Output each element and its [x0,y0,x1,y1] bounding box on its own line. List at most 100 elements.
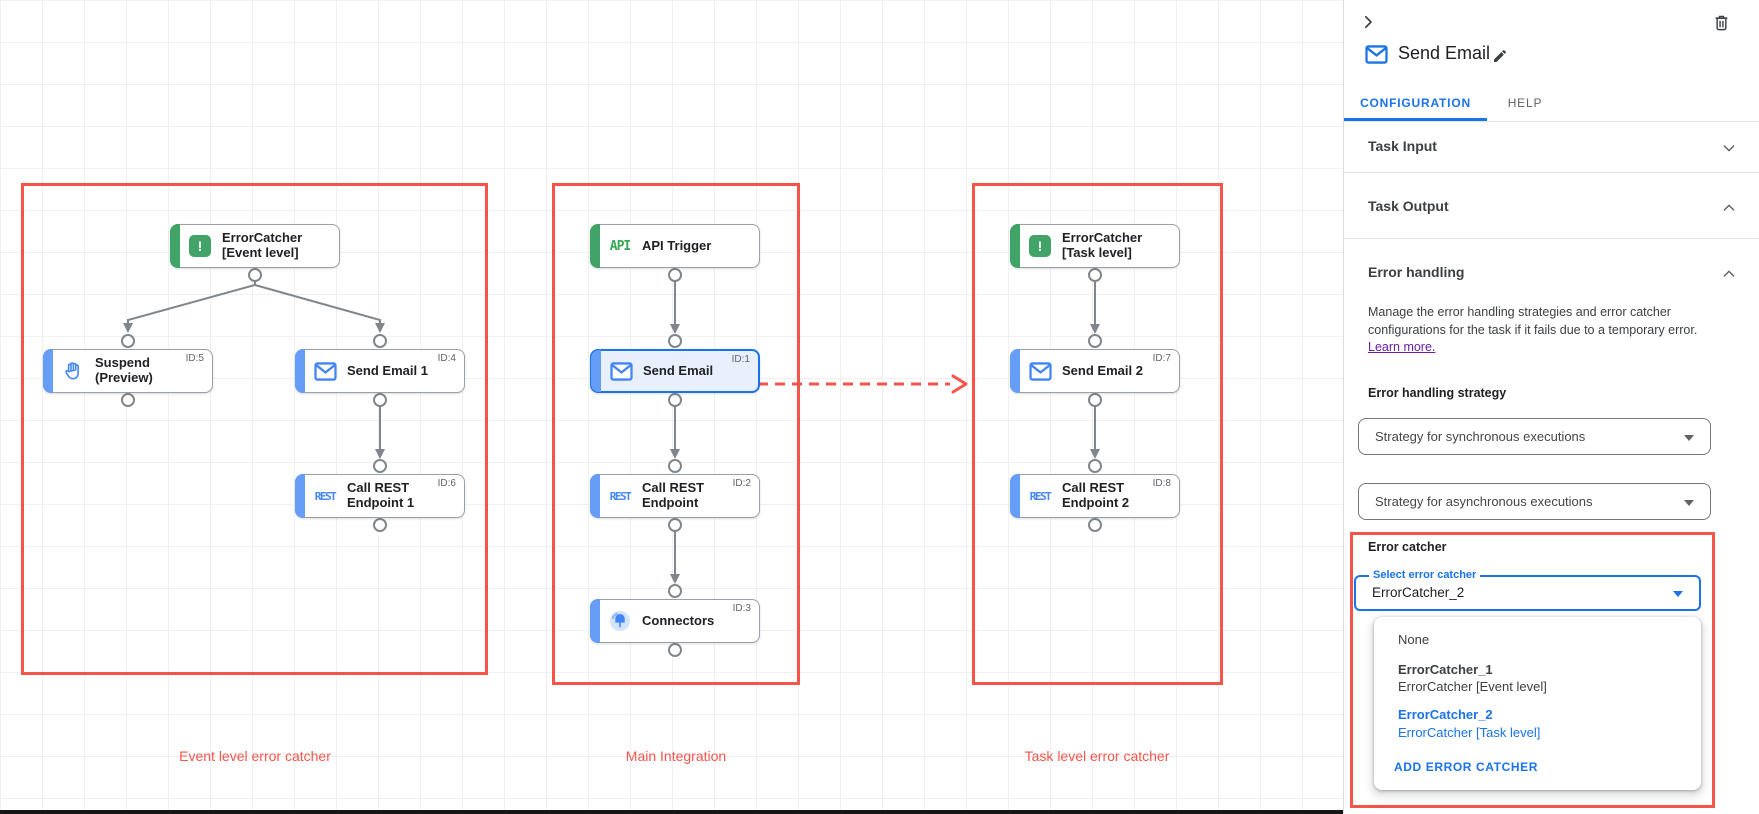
node-suspend[interactable]: Suspend (Preview) ID:5 [43,349,213,393]
task-accent-bar [1010,349,1020,393]
section-error-handling[interactable]: Error handling [1368,264,1465,280]
canvas-bottom-scrollbar[interactable] [0,810,1343,814]
divider [1344,172,1759,173]
node-label: API Trigger [642,237,712,253]
section-task-output[interactable]: Task Output [1368,198,1449,214]
dropdown-caret-icon [1673,591,1683,597]
error-catcher-dropdown-menu: None ErrorCatcher_1 ErrorCatcher [Event … [1374,617,1701,790]
error-catcher-icon: ! [187,235,213,257]
event-level-group-box [21,183,488,675]
trigger-accent-bar [590,224,600,268]
rest-icon: REST [314,489,337,503]
node-label: Call REST Endpoint [642,480,705,510]
node-id-tag: ID:6 [437,478,456,489]
sync-strategy-select[interactable]: Strategy for synchronous executions [1358,418,1711,455]
menu-item-errorcatcher-2[interactable]: ErrorCatcher_2 [1398,707,1493,722]
email-icon [1364,42,1388,66]
select-error-catcher-floating-label: Select error catcher [1369,569,1481,581]
exclamation-glyph: ! [189,235,211,257]
task-level-group-box [972,183,1223,685]
task-accent-bar [591,350,601,392]
node-send-email-selected[interactable]: Send Email ID:1 [590,349,760,393]
email-icon [312,361,338,381]
select-error-catcher-value: ErrorCatcher_2 [1372,585,1465,600]
task-accent-bar [590,599,600,643]
async-strategy-value: Strategy for asynchronous executions [1375,494,1593,509]
connectors-icon [607,609,633,633]
node-label: Send Email 1 [347,362,428,378]
divider [1344,121,1759,122]
main-integration-group-label: Main Integration [625,748,727,764]
task-accent-bar [43,349,53,393]
event-level-group-label: Event level error catcher [179,748,331,764]
add-error-catcher-button[interactable]: ADD ERROR CATCHER [1394,760,1538,774]
node-connectors[interactable]: Connectors ID:3 [590,599,760,643]
divider [1344,238,1759,239]
error-catcher-icon: ! [1027,235,1053,257]
menu-item-errorcatcher-1-desc[interactable]: ErrorCatcher [Event level] [1398,679,1547,694]
exclamation-glyph: ! [1029,235,1051,257]
node-errorcatcher-task-level[interactable]: ! ErrorCatcher [Task level] [1010,224,1180,268]
node-id-tag: ID:4 [437,353,456,364]
task-config-panel: Send Email CONFIGURATION HELP Task Input… [1343,0,1759,814]
trigger-accent-bar [1010,224,1020,268]
delete-task-button[interactable] [1709,10,1733,34]
chevron-up-icon[interactable] [1721,266,1737,287]
chevron-up-icon[interactable] [1721,200,1737,221]
node-errorcatcher-event-level[interactable]: ! ErrorCatcher [Event level] [170,224,340,268]
node-id-tag: ID:7 [1152,353,1171,364]
collapse-panel-button[interactable] [1356,10,1380,34]
menu-item-errorcatcher-1[interactable]: ErrorCatcher_1 [1398,662,1493,677]
integration-canvas[interactable]: ! ErrorCatcher [Event level] Suspend (Pr… [0,0,1343,814]
rest-icon: REST [609,489,632,503]
node-api-trigger[interactable]: API API Trigger [590,224,760,268]
node-id-tag: ID:2 [732,478,751,489]
tab-configuration[interactable]: CONFIGURATION [1360,96,1471,110]
dropdown-caret-icon [1684,500,1694,506]
node-call-rest-endpoint-2[interactable]: REST Call REST Endpoint 2 ID:8 [1010,474,1180,518]
api-icon: API [609,238,632,254]
error-handling-strategy-label: Error handling strategy [1368,386,1507,400]
trigger-accent-bar [170,224,180,268]
node-label: ErrorCatcher [Event level] [222,230,303,260]
task-accent-bar [590,474,600,518]
node-label: Connectors [642,612,715,628]
rest-icon: REST [1029,489,1052,503]
node-send-email-1[interactable]: Send Email 1 ID:4 [295,349,465,393]
section-task-input[interactable]: Task Input [1368,138,1437,154]
node-send-email-2[interactable]: Send Email 2 ID:7 [1010,349,1180,393]
node-call-rest-endpoint-1[interactable]: REST Call REST Endpoint 1 ID:6 [295,474,465,518]
tab-help[interactable]: HELP [1507,96,1543,110]
node-id-tag: ID:3 [732,603,751,614]
node-label: ErrorCatcher [Task level] [1062,230,1143,260]
node-label: Call REST Endpoint 2 [1062,480,1130,510]
node-label: Suspend (Preview) [95,355,153,385]
task-accent-bar [295,349,305,393]
select-error-catcher-field[interactable]: Select error catcher ErrorCatcher_2 [1354,569,1701,611]
error-catcher-highlight-box [1350,532,1715,808]
task-level-group-label: Task level error catcher [1024,748,1170,764]
menu-item-errorcatcher-2-desc[interactable]: ErrorCatcher [Task level] [1398,725,1541,740]
learn-more-link[interactable]: Learn more. [1368,340,1436,354]
node-call-rest-endpoint[interactable]: REST Call REST Endpoint ID:2 [590,474,760,518]
active-tab-underline [1344,118,1487,121]
error-handling-description: Manage the error handling strategies and… [1368,304,1704,357]
node-label: Send Email [643,362,714,378]
task-title: Send Email [1398,43,1491,63]
edit-title-pencil-icon[interactable] [1488,44,1512,68]
chevron-down-icon[interactable] [1721,140,1737,161]
sync-strategy-value: Strategy for synchronous executions [1375,429,1586,444]
task-accent-bar [295,474,305,518]
node-label: Call REST Endpoint 1 [347,480,415,510]
async-strategy-select[interactable]: Strategy for asynchronous executions [1358,483,1711,520]
hand-icon [60,360,86,382]
node-label: Send Email 2 [1062,362,1143,378]
task-accent-bar [1010,474,1020,518]
email-icon [608,361,634,381]
node-id-tag: ID:8 [1152,478,1171,489]
dropdown-caret-icon [1684,435,1694,441]
menu-item-none[interactable]: None [1398,632,1430,647]
error-catcher-label: Error catcher [1368,540,1447,554]
node-id-tag: ID:5 [185,353,204,364]
